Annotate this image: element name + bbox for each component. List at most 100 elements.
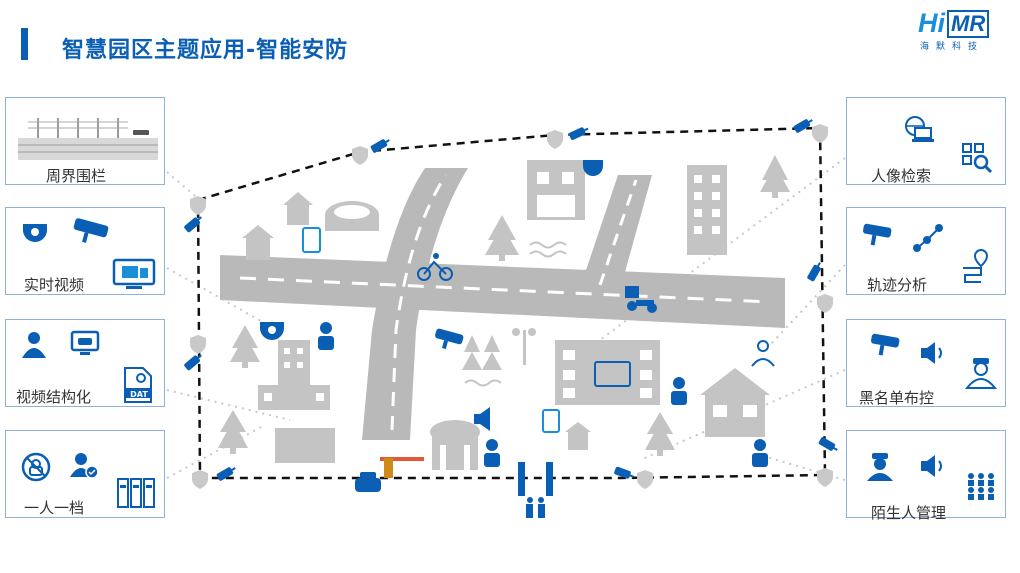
staff-icon (965, 358, 997, 389)
tree-icon (485, 215, 519, 261)
side-road (580, 175, 652, 290)
panel-video-structuring[interactable]: DAT 视频结构化 (5, 319, 165, 407)
cottage-icon (700, 368, 770, 437)
bullet-camera-icon (435, 328, 464, 350)
tree-icon (760, 155, 790, 198)
buildings (218, 155, 790, 470)
user-check-icon (70, 453, 99, 479)
dat-badge: DAT (130, 390, 148, 399)
tablet-icon (302, 227, 321, 253)
panel-blacklist-control[interactable]: 黑名单布控 (846, 319, 1006, 407)
connector-structured (166, 389, 291, 421)
panel-label: 实时视频 (24, 276, 85, 294)
security-guard-icon (484, 439, 500, 467)
connector-perimeter (166, 171, 201, 201)
office-building-icon (258, 340, 330, 410)
panel-one-person-one-file[interactable]: 一人一档 (5, 430, 165, 518)
tree-icon (645, 412, 675, 456)
shield-icon (817, 294, 833, 313)
house-icon (565, 422, 591, 450)
shield-icon (352, 146, 368, 165)
camera-icon (184, 354, 202, 371)
connector-video (166, 267, 269, 326)
road-marking-v (390, 174, 448, 431)
group-icon (968, 473, 994, 500)
security-guard-icon (318, 322, 334, 350)
camera-icon (568, 127, 589, 140)
security-guard-icon (867, 453, 893, 481)
house-icon (283, 192, 313, 225)
shield-icon (547, 130, 563, 149)
panel-label: 轨迹分析 (867, 276, 928, 294)
camera-icon (614, 466, 635, 479)
shield-icon (190, 196, 206, 215)
archive-binders-icon (117, 478, 155, 508)
tree-icon (230, 325, 260, 368)
pavilion-icon (430, 420, 480, 470)
house-icon (242, 225, 274, 260)
panel-perimeter-fence[interactable]: 周界围栏 (5, 97, 165, 185)
page-title: 智慧园区主题应用-智能安防 (62, 38, 349, 63)
route-icon (963, 248, 989, 283)
shield-icon (817, 468, 833, 487)
node-path-icon (913, 224, 943, 252)
logo-mr: MR (947, 10, 990, 38)
pedestrian-gate-icon (518, 462, 553, 518)
bullet-camera-icon (73, 218, 109, 243)
camera-icon (793, 119, 813, 133)
camera-icon (216, 467, 236, 481)
connector-archive (166, 424, 266, 479)
panel-label: 视频结构化 (16, 388, 92, 406)
tree-icon (462, 335, 502, 370)
shield-icon (190, 335, 206, 354)
bullet-camera-icon (863, 223, 892, 246)
title-accent-bar (21, 28, 28, 60)
car-monitor-icon (70, 330, 100, 355)
parking-lot-icon (275, 428, 335, 463)
dome-camera-icon (583, 160, 603, 176)
user-icon (22, 332, 46, 358)
data-file-icon (124, 367, 152, 403)
camera-icon (818, 437, 838, 451)
monitor-icon (594, 361, 631, 387)
connector-track (769, 264, 846, 346)
monitor-icon (112, 258, 156, 289)
main-road-vertical (362, 168, 468, 440)
security-guard-icon (752, 439, 768, 467)
logo-hi: Hi (918, 8, 945, 38)
panel-label: 陌生人管理 (871, 504, 947, 522)
roads (220, 168, 785, 440)
bicycle-icon (417, 253, 453, 281)
tree-icon (218, 410, 248, 454)
map-blue-icons (260, 160, 768, 518)
panel-stranger-management[interactable]: 陌生人管理 (846, 430, 1006, 522)
tower-building-icon (687, 165, 727, 255)
panel-face-search[interactable]: 人像检索 (846, 97, 1006, 185)
connector-face-search (599, 157, 846, 341)
dome-camera-icon (23, 224, 47, 242)
security-guard-icon (671, 377, 687, 405)
dome-camera-icon (260, 322, 284, 340)
camera-icon (807, 262, 821, 282)
speaker-icon (921, 342, 942, 364)
panel-track-analysis[interactable]: 轨迹分析 (846, 207, 1006, 295)
camera-icon (184, 216, 202, 233)
courier-icon (625, 286, 657, 313)
panel-label: 人像检索 (871, 167, 932, 185)
panel-label: 周界围栏 (46, 167, 107, 185)
shield-icon (192, 470, 208, 489)
school-building-icon (555, 340, 660, 405)
web-laptop-icon (905, 116, 934, 142)
stadium-icon (325, 201, 379, 231)
panel-live-video[interactable]: 实时视频 (5, 207, 165, 295)
camera-icon (370, 139, 390, 153)
water-waves (464, 241, 567, 387)
perimeter-cameras (184, 119, 838, 481)
panel-label: 黑名单布控 (859, 389, 935, 407)
street-lamp-icon (512, 328, 536, 365)
person-outline-icon (751, 340, 775, 367)
speaker-icon (921, 455, 942, 477)
